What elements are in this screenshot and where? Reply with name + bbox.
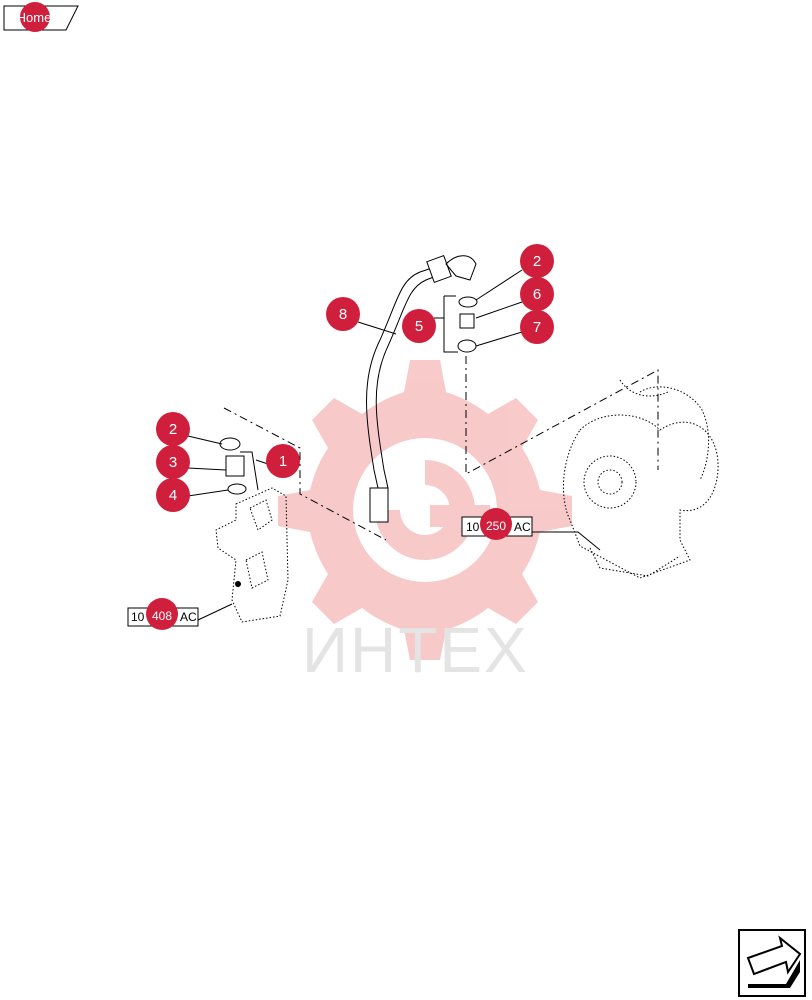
callout-5-label: 5 bbox=[415, 318, 423, 335]
next-page-arrow-icon bbox=[746, 935, 802, 988]
ref-250-prefix: 10 bbox=[466, 520, 480, 534]
adapter-left bbox=[225, 455, 245, 477]
callout-2-left[interactable]: 2 bbox=[156, 412, 190, 446]
turbocharger bbox=[562, 379, 719, 579]
callout-5[interactable]: 5 bbox=[402, 309, 436, 343]
callout-2-top[interactable]: 2 bbox=[520, 244, 554, 278]
ref-408-badge bbox=[146, 598, 178, 630]
oil-pipe bbox=[366, 254, 477, 523]
watermark: ИНТЕХ bbox=[278, 360, 572, 686]
home-tab[interactable]: Home bbox=[3, 2, 79, 32]
callout-leaders bbox=[187, 269, 523, 497]
ref-408-number: 408 bbox=[152, 609, 172, 623]
callout-2-left-label: 2 bbox=[169, 421, 177, 438]
callout-1-label: 1 bbox=[279, 453, 287, 470]
seal-ring-left bbox=[219, 437, 241, 451]
valve-block bbox=[215, 487, 289, 623]
home-tab-label: Home bbox=[17, 10, 52, 25]
callout-6[interactable]: 6 bbox=[520, 277, 554, 311]
home-tab-badge bbox=[20, 2, 50, 32]
ref-box-408[interactable]: 10 AC 408 bbox=[127, 598, 233, 630]
watermark-text: ИНТЕХ bbox=[302, 614, 529, 686]
ref-250-number: 250 bbox=[486, 519, 506, 533]
ref-408-prefix: 10 bbox=[131, 610, 145, 624]
callout-7[interactable]: 7 bbox=[520, 310, 554, 344]
next-page-button[interactable] bbox=[738, 929, 806, 997]
top-fittings bbox=[443, 295, 659, 475]
callout-4[interactable]: 4 bbox=[156, 478, 190, 512]
callout-3[interactable]: 3 bbox=[156, 445, 190, 479]
o-ring-top bbox=[457, 339, 477, 353]
callout-2-top-label: 2 bbox=[533, 253, 541, 270]
ref-250-badge bbox=[480, 508, 512, 540]
o-ring-left bbox=[227, 483, 247, 495]
callout-6-label: 6 bbox=[533, 286, 541, 303]
callout-8-label: 8 bbox=[339, 306, 347, 323]
callout-4-label: 4 bbox=[169, 487, 177, 504]
ref-250-suffix: AC bbox=[514, 520, 531, 534]
callout-1[interactable]: 1 bbox=[266, 444, 300, 478]
ref-408-suffix: AC bbox=[180, 610, 197, 624]
seal-ring-top bbox=[458, 296, 478, 308]
adapter-top bbox=[459, 313, 475, 329]
callout-3-label: 3 bbox=[169, 454, 177, 471]
callout-7-label: 7 bbox=[533, 319, 541, 336]
ref-box-250[interactable]: 10 AC 250 bbox=[461, 508, 601, 551]
pipe-nut-bottom bbox=[369, 487, 389, 523]
callout-8[interactable]: 8 bbox=[326, 297, 360, 331]
